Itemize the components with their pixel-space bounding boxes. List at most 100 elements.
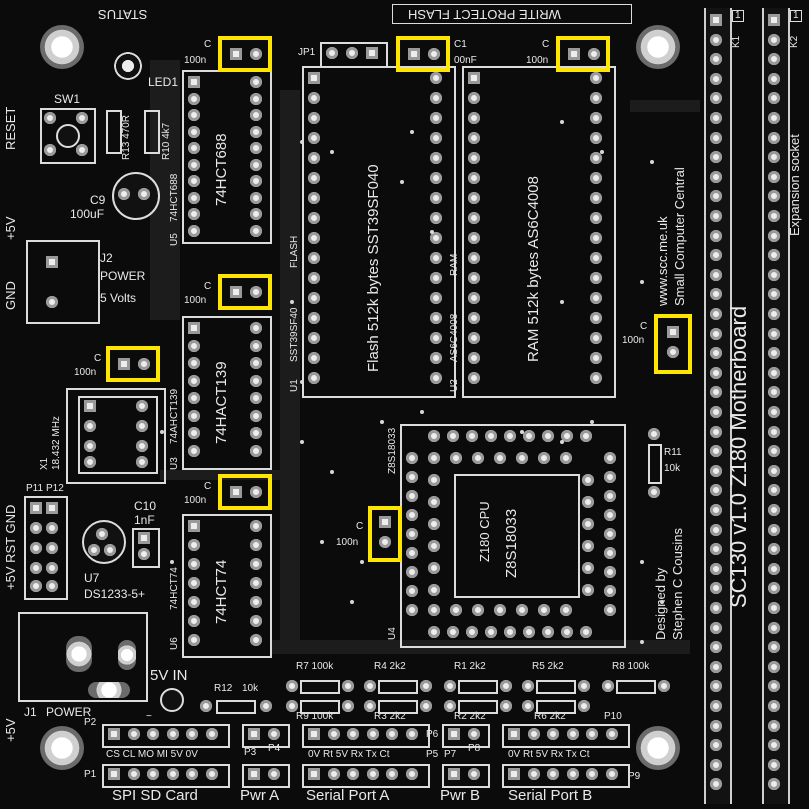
pad	[710, 33, 722, 46]
pad	[308, 292, 320, 304]
cap-top2-value: 00nF	[454, 55, 477, 66]
cap-top2-highlight[interactable]	[396, 36, 450, 72]
cap-top3-highlight[interactable]	[556, 36, 610, 72]
resistor-body	[378, 680, 418, 694]
pad	[250, 208, 262, 220]
u4-label: U4	[387, 627, 398, 640]
c10-value: 1nF	[134, 513, 155, 527]
pad	[468, 232, 480, 244]
cap-low-value: 100n	[184, 495, 207, 506]
pad	[406, 528, 418, 540]
pad	[188, 339, 200, 352]
pad	[84, 420, 96, 432]
u4-cpu-inner	[454, 474, 580, 598]
pad	[88, 544, 100, 556]
j1-pin	[66, 636, 92, 672]
r7-label: R7 100k	[296, 661, 334, 672]
pad	[710, 582, 722, 595]
pad	[710, 660, 722, 673]
pad	[768, 778, 780, 791]
cap-mid-highlight[interactable]	[218, 274, 272, 310]
pad	[46, 502, 58, 514]
u5-label: U5	[169, 233, 180, 246]
p10-header	[502, 724, 630, 748]
pad	[768, 562, 780, 575]
pad	[468, 312, 480, 324]
pad	[768, 719, 780, 732]
mounting-hole	[40, 726, 84, 770]
pad	[406, 566, 418, 578]
pad	[147, 728, 159, 740]
r2-label: R2 2k2	[454, 711, 486, 722]
pad	[710, 268, 722, 281]
r1-label: R1 2k2	[454, 661, 486, 672]
mounting-hole	[636, 25, 680, 69]
cap-left-value: 100n	[74, 367, 97, 378]
pad	[188, 392, 200, 404]
trace	[280, 90, 300, 650]
pad	[580, 430, 592, 442]
pad	[527, 768, 540, 780]
jp1-jumper[interactable]	[320, 42, 388, 68]
pad	[118, 188, 130, 200]
pad	[500, 700, 512, 712]
pad	[108, 768, 120, 780]
serial-port-a-label: Serial Port A	[306, 787, 390, 804]
pad	[468, 372, 480, 384]
pad	[250, 286, 262, 298]
pad	[768, 660, 780, 673]
pad	[768, 464, 780, 477]
r10-body	[144, 110, 160, 154]
pad	[420, 680, 432, 692]
pad	[590, 232, 602, 244]
pad	[710, 680, 722, 693]
cap-cpu-highlight[interactable]	[368, 506, 402, 562]
p10-label: P10	[604, 711, 622, 722]
pad	[147, 768, 159, 780]
gnd-label: GND	[3, 281, 18, 310]
cap-right-highlight[interactable]	[654, 314, 692, 374]
pad	[286, 700, 298, 712]
cap-left-highlight[interactable]	[106, 346, 160, 382]
j1-pin	[88, 682, 130, 698]
cap-top1-highlight[interactable]	[218, 36, 272, 72]
cap-low-highlight[interactable]	[218, 474, 272, 510]
pad	[430, 192, 442, 204]
minus-sign: −	[146, 711, 152, 722]
pad	[710, 445, 722, 458]
pad	[428, 540, 440, 552]
pad	[710, 249, 722, 262]
pad	[710, 170, 722, 183]
r5-label: R5 2k2	[532, 661, 564, 672]
pad	[250, 427, 262, 439]
pad	[710, 504, 722, 516]
pad	[527, 728, 540, 740]
via	[420, 410, 424, 414]
pad	[430, 372, 442, 384]
pad	[188, 444, 200, 457]
pad	[308, 212, 320, 224]
pad	[430, 312, 442, 324]
pad	[308, 372, 320, 384]
pad	[710, 562, 722, 575]
pad	[485, 430, 497, 442]
pad	[604, 604, 616, 616]
pad	[504, 430, 516, 442]
spi-sd-card-label: SPI SD Card	[112, 787, 198, 804]
u2-label: U2	[449, 379, 460, 392]
trace	[630, 100, 700, 112]
pad	[406, 490, 418, 502]
sw1-switch[interactable]	[40, 108, 96, 164]
u6-label: U6	[169, 637, 180, 650]
pad	[768, 249, 780, 262]
pad	[710, 700, 722, 712]
cap-cpu-ref: C	[356, 521, 364, 532]
resistor-body	[536, 680, 576, 694]
pad	[590, 132, 602, 144]
pad	[768, 386, 780, 399]
pad	[710, 484, 722, 497]
pad	[768, 602, 780, 614]
pad	[46, 542, 58, 554]
pad	[590, 352, 602, 364]
pad	[604, 452, 616, 464]
